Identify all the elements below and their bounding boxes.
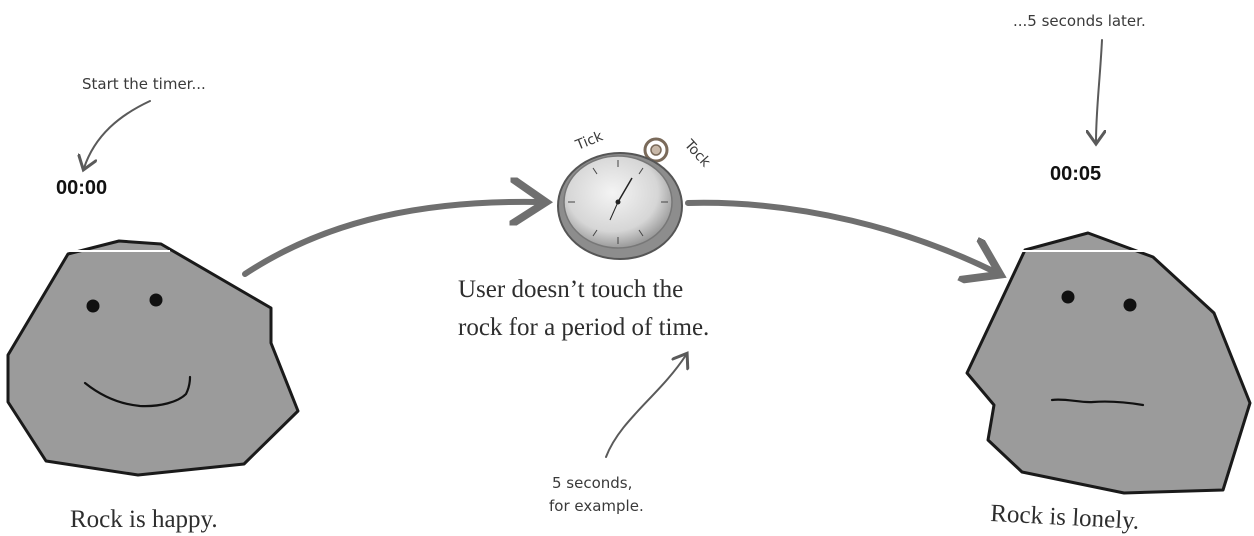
lonely-rock-left-eye <box>1062 291 1075 304</box>
example-note-line1: 5 seconds, <box>552 474 632 492</box>
happy-rock-left-eye <box>87 300 100 313</box>
timer-start-value: 00:00 <box>56 177 107 199</box>
tick-label: Tick <box>573 128 607 154</box>
stopwatch-icon <box>558 139 682 259</box>
happy-rock <box>8 241 298 475</box>
lonely-rock-caption: Rock is lonely. <box>990 500 1140 535</box>
later-note-arrow <box>1096 40 1102 142</box>
example-note-line2: for example. <box>549 497 644 515</box>
happy-rock-right-eye <box>150 294 163 307</box>
left-flow-arrow <box>245 202 540 274</box>
example-note-arrow <box>606 355 686 457</box>
happy-rock-caption: Rock is happy. <box>70 506 218 533</box>
right-flow-arrow <box>688 203 995 272</box>
middle-caption-line1: User doesn’t touch the <box>458 276 683 303</box>
timer-end-value: 00:05 <box>1050 163 1101 185</box>
start-timer-note: Start the timer... <box>82 75 206 93</box>
later-note: ...5 seconds later. <box>1013 12 1146 30</box>
start-note-arrow <box>84 101 150 168</box>
middle-caption-line2: rock for a period of time. <box>458 314 709 341</box>
tock-label: Tock <box>680 136 714 171</box>
lonely-rock <box>967 233 1250 493</box>
lonely-rock-right-eye <box>1124 299 1137 312</box>
